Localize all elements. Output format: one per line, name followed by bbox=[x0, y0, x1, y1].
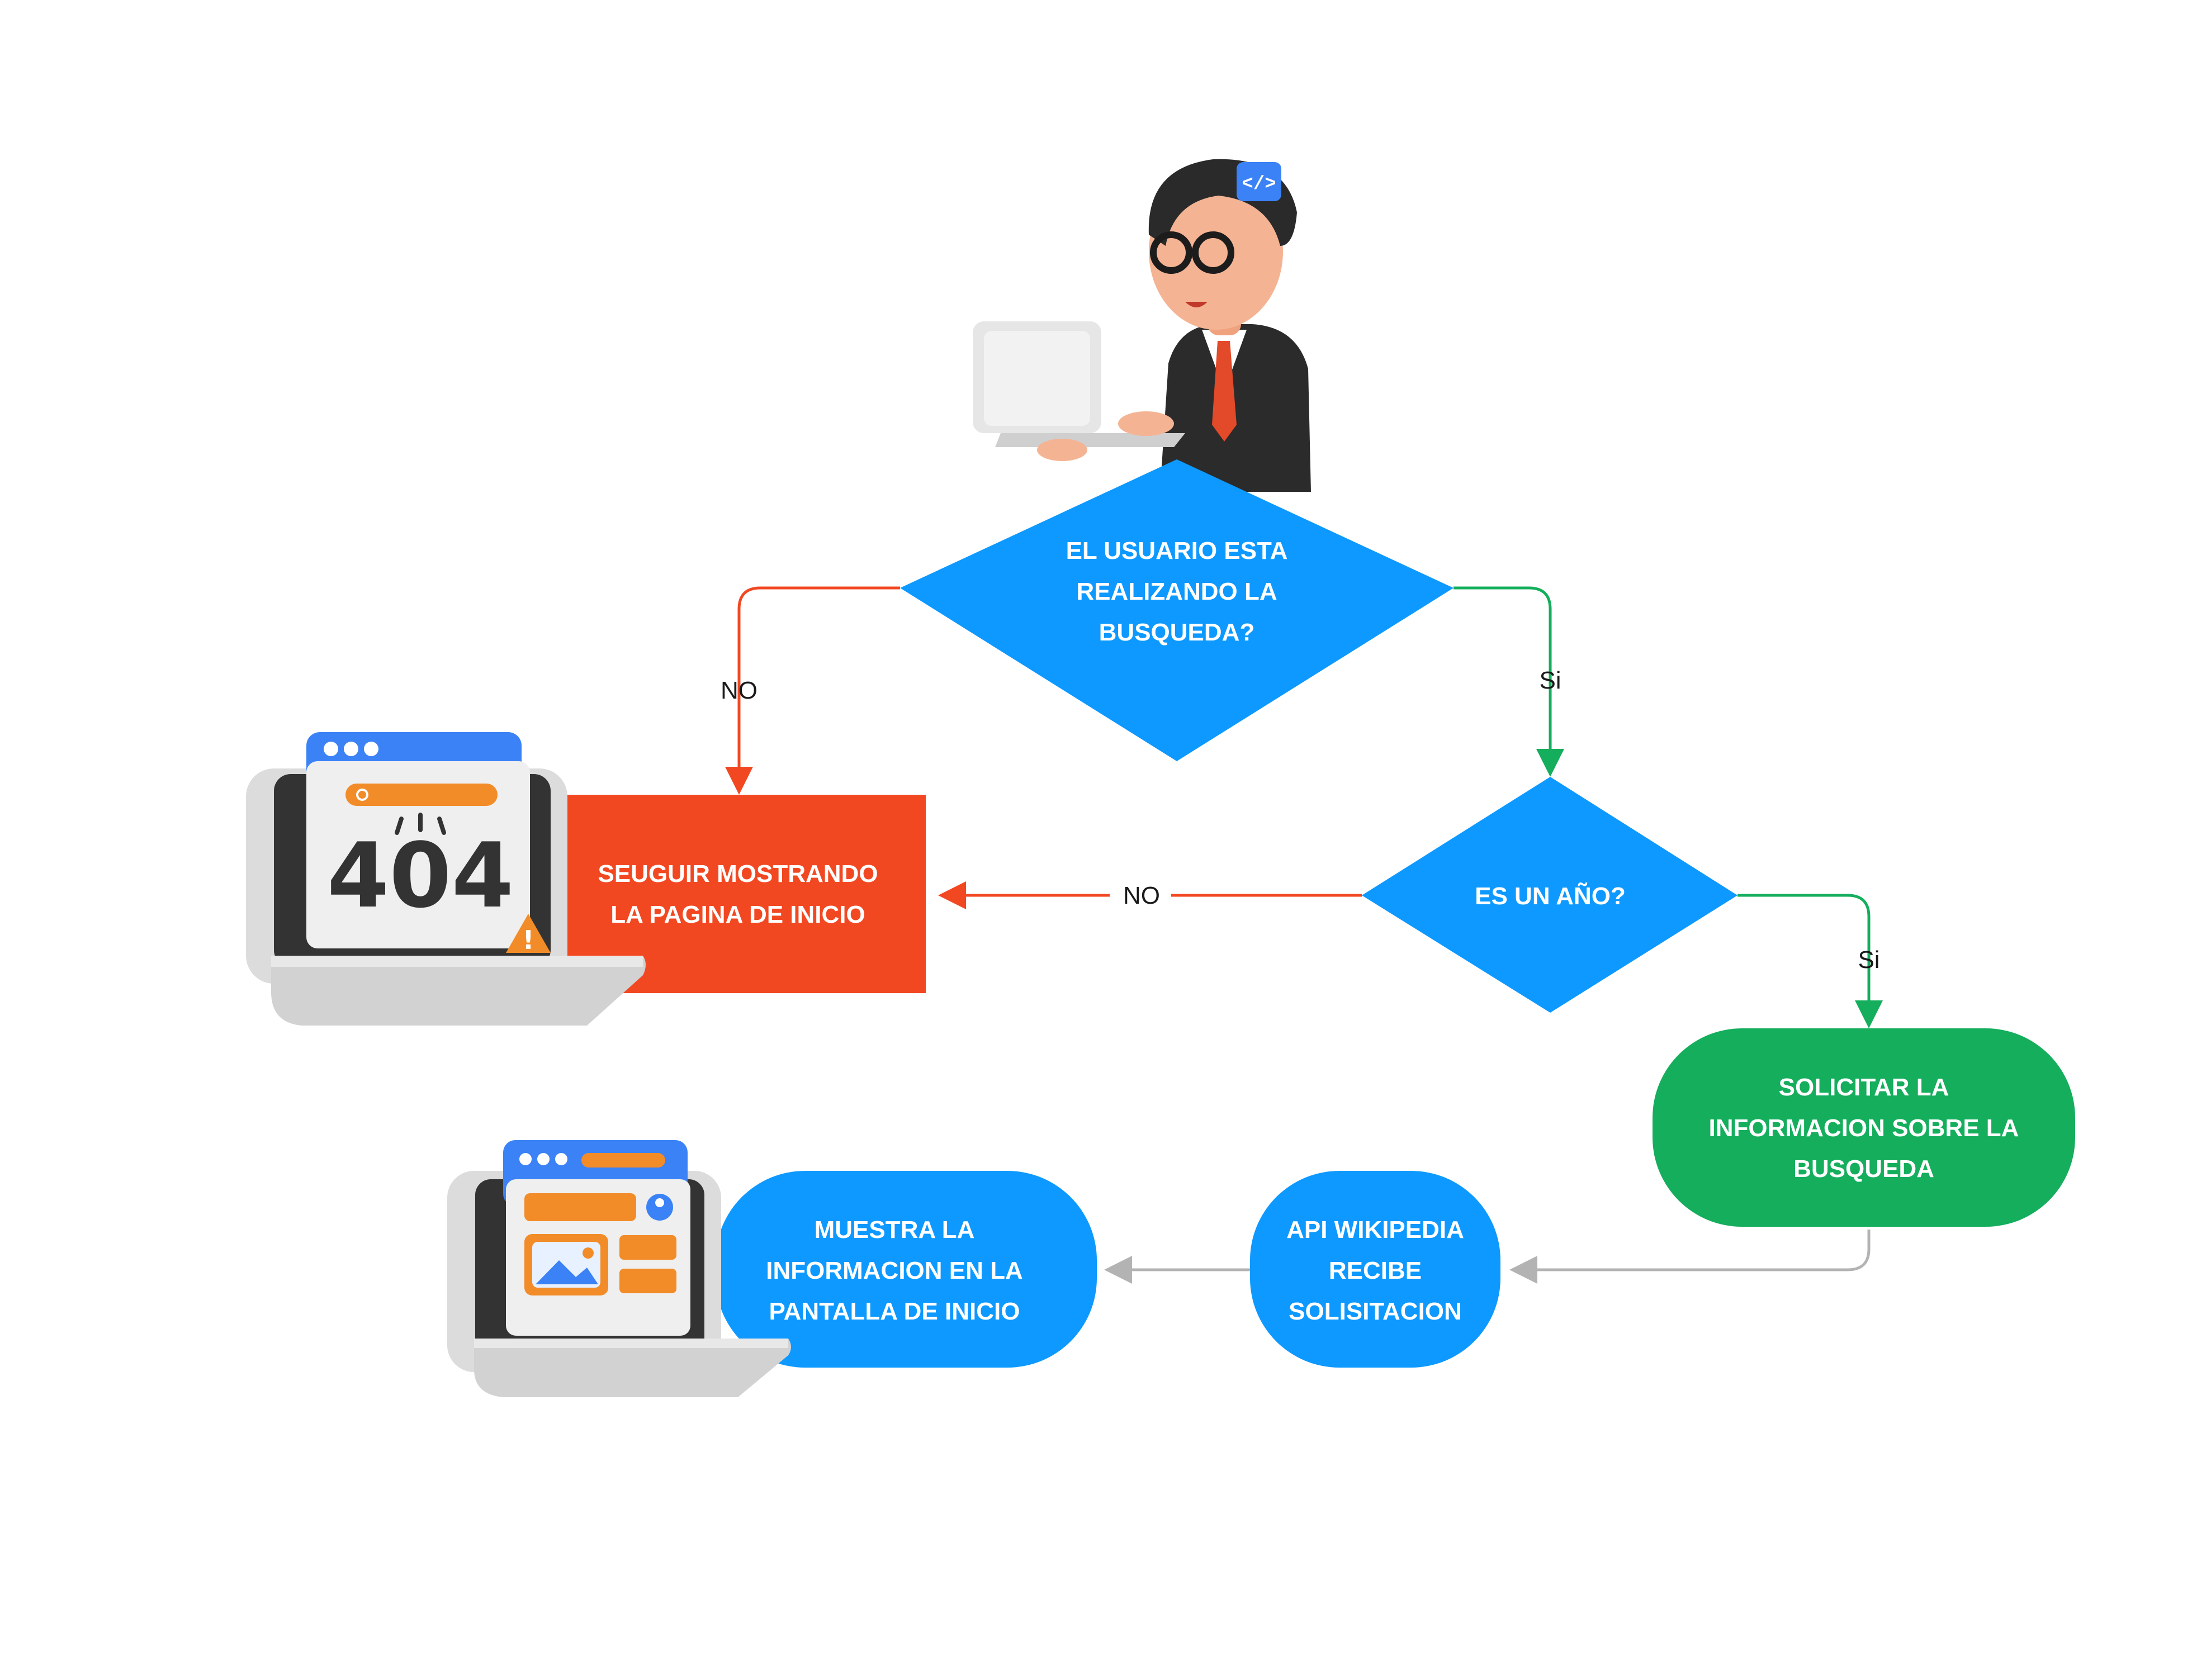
edge-label-si-2: Si bbox=[1858, 946, 1879, 974]
show-info-line-2: INFORMACION EN LA bbox=[766, 1257, 1023, 1284]
svg-text:</>: </> bbox=[1242, 174, 1276, 195]
edge-year-yes bbox=[1737, 894, 1883, 1028]
api-line-2: RECIBE bbox=[1329, 1257, 1422, 1284]
api-line-1: API WIKIPEDIA bbox=[1286, 1216, 1464, 1244]
process-show-info bbox=[716, 1171, 1097, 1368]
edge-label-si-1: Si bbox=[1539, 667, 1561, 694]
decision-is-searching bbox=[900, 459, 1454, 761]
decision-searching-line-2: REALIZANDO LA bbox=[1076, 578, 1277, 605]
error-code-text: 404 bbox=[327, 823, 514, 928]
edge-searching-no bbox=[725, 586, 900, 795]
edge-label-no-2: NO bbox=[1123, 882, 1160, 909]
edge-searching-yes bbox=[1454, 586, 1564, 777]
edge-label-no-1: NO bbox=[721, 677, 757, 704]
browser-content-icon bbox=[447, 1140, 791, 1397]
process-request-info bbox=[1653, 1028, 2075, 1227]
keep-home-line-1: SEUGUIR MOSTRANDO bbox=[598, 860, 878, 888]
developer-with-laptop-icon: </> bbox=[973, 159, 1311, 492]
request-info-line-1: SOLICITAR LA bbox=[1779, 1074, 1949, 1101]
show-info-line-3: PANTALLA DE INICIO bbox=[769, 1298, 1020, 1325]
svg-text:!: ! bbox=[523, 925, 534, 955]
process-api-receives bbox=[1250, 1171, 1500, 1368]
decision-year-line-1: ES UN AÑO? bbox=[1475, 882, 1626, 910]
request-info-line-3: BUSQUEDA bbox=[1793, 1155, 1934, 1183]
show-info-line-1: MUESTRA LA bbox=[815, 1216, 975, 1244]
error-404-icon: 404 ! bbox=[246, 732, 646, 1026]
decision-searching-line-1: EL USUARIO ESTA bbox=[1066, 537, 1288, 564]
decision-searching-line-3: BUSQUEDA? bbox=[1099, 619, 1255, 646]
edge-request-api bbox=[1509, 1230, 1871, 1284]
edge-label-bg bbox=[1110, 877, 1171, 913]
keep-home-line-2: LA PAGINA DE INICIO bbox=[610, 901, 865, 928]
request-info-line-2: INFORMACION SOBRE LA bbox=[1709, 1114, 2019, 1142]
api-line-3: SOLISITACION bbox=[1289, 1298, 1462, 1325]
decision-is-year bbox=[1362, 777, 1737, 1013]
